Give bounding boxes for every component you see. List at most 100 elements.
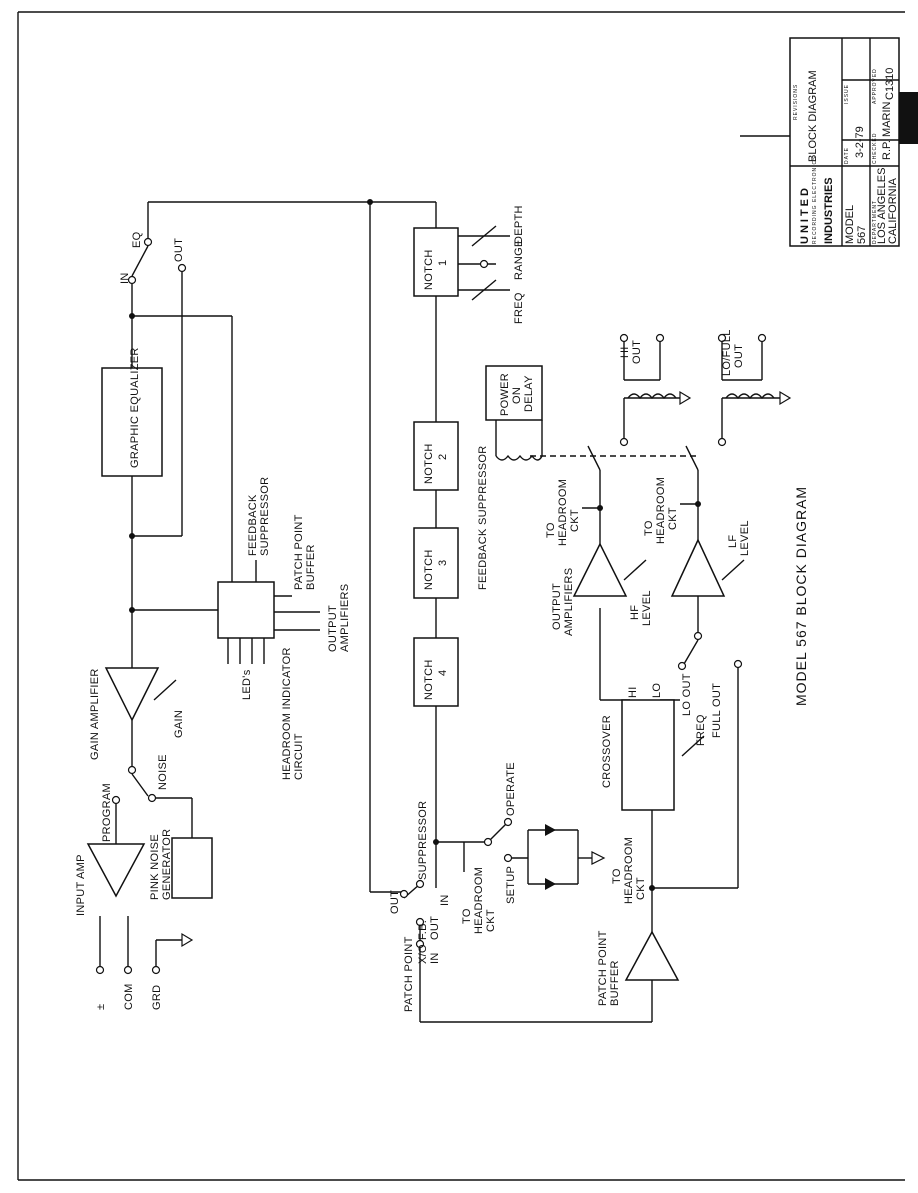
noise-switch-terminal (127, 765, 137, 775)
to-headroom-3a: TO (643, 520, 655, 536)
tb-date-label: DATE (844, 147, 850, 164)
gain-amplifier-label: GAIN AMPLIFIER (89, 668, 101, 760)
gain-amp-triangle (104, 667, 160, 722)
leds-label: LED's (241, 669, 253, 700)
xo-freq-pot-icon (681, 735, 705, 757)
notch4-num: 4 (437, 670, 449, 676)
range-terminal (479, 259, 489, 269)
pp-buffer-in-2: BUFFER (305, 544, 317, 590)
suppressor-out-terminal (399, 889, 409, 899)
tb-date: 3-2-79 (854, 126, 866, 158)
headroom-block (217, 581, 275, 639)
tb-issue-label: ISSUE (844, 84, 850, 104)
output-amp-label-1: OUTPUT (551, 583, 563, 630)
junction-dot (649, 885, 655, 891)
junction-dot (695, 501, 701, 507)
hf-relay-blade (587, 445, 601, 471)
junction-dot (597, 505, 603, 511)
xo-label: X/O (417, 944, 429, 964)
pp-buffer-label-1: PATCH POINT (597, 930, 609, 1006)
headroom-label-2: CIRCUIT (293, 733, 305, 780)
tb-company-sub: RECORDING ELECTRONICS (812, 155, 818, 244)
on-label: ON (511, 387, 523, 404)
diagram-title: MODEL 567 BLOCK DIAGRAM (793, 486, 809, 706)
noise-switch-blade (131, 773, 149, 797)
grd-terminal (151, 965, 161, 975)
lf-amp-triangle (670, 538, 726, 597)
tb-company2: INDUSTRIES (823, 177, 835, 244)
wiring (99, 201, 780, 1023)
power-label: POWER (499, 373, 511, 416)
tb-model-label: MODEL (844, 205, 856, 244)
eq-switch-blade (131, 245, 149, 277)
tb-department-label: DEPARTMENT (872, 200, 878, 244)
hi-out-label-1: HI (619, 346, 631, 358)
eq-label: EQ (131, 231, 143, 248)
to-headroom-4b: HEADROOM (623, 837, 635, 904)
hi-ground-icon (679, 390, 692, 406)
to-headroom-2c: CKT (569, 509, 581, 532)
sup-in-label: IN (439, 894, 451, 906)
input-amp-label: INPUT AMP (75, 854, 87, 916)
notch1-label: NOTCH (423, 249, 435, 290)
lf-level-pot-icon (721, 559, 745, 581)
pp-buffer-in-1: PATCH POINT (293, 514, 305, 590)
headroom-label-1: HEADROOM INDICATOR (281, 647, 293, 780)
noise-label: NOISE (157, 754, 169, 790)
hf-amp-triangle (572, 542, 628, 597)
notch2-label: NOTCH (423, 443, 435, 484)
eq-out-label: OUT (173, 238, 185, 262)
patch-point-label: PATCH POINT (403, 936, 415, 1012)
eq-in-terminal (127, 275, 137, 285)
lo-transformer-coil-icon (725, 393, 775, 400)
com-terminal (123, 965, 133, 975)
to-headroom-1b: HEADROOM (473, 867, 485, 934)
plus-minus-terminal (95, 965, 105, 975)
notch2-num: 2 (437, 454, 449, 460)
junction-dot (129, 313, 135, 319)
output-amp-label-2: AMPLIFIERS (563, 568, 575, 636)
lo-out-terminal-2 (757, 333, 767, 343)
range-label: RANGE (513, 239, 525, 280)
delay-label: DELAY (523, 375, 535, 412)
lo-relay-terminal (717, 437, 727, 447)
to-headroom-4a: TO (611, 868, 623, 884)
notch2-block (413, 421, 459, 491)
crossover-label: CROSSOVER (601, 715, 613, 788)
plus-minus-label: ± (95, 1004, 107, 1010)
lo-label: LO (651, 683, 663, 698)
hi-transformer-coil-icon (627, 393, 677, 400)
fb-label: F.B. (417, 920, 429, 940)
lf-level-label: LEVEL (739, 520, 751, 556)
lo-out-label: LO OUT (681, 673, 693, 716)
tb-black-tab (899, 92, 918, 144)
junction-dot (367, 199, 373, 205)
tb-checked: R.P. MARIN (881, 101, 893, 160)
xo-in-label: IN (429, 952, 441, 964)
oa-in-1: OUTPUT (327, 605, 339, 652)
to-headroom-2b: HEADROOM (557, 479, 569, 546)
to-headroom-3c: CKT (667, 507, 679, 530)
tb-location: LOS ANGELES (876, 168, 888, 244)
pink-noise-label-1: PINK NOISE (149, 834, 161, 900)
hf-level-pot-icon (623, 559, 647, 581)
grd-label: GRD (151, 985, 163, 1010)
hf-label: HF (629, 605, 641, 620)
notch3-label: NOTCH (423, 549, 435, 590)
diode-top-icon (545, 824, 556, 836)
graphic-eq-block (101, 367, 163, 477)
notch4-block (413, 637, 459, 707)
patch-buffer-triangle (624, 930, 680, 981)
xo-in-terminal (415, 939, 425, 949)
notch4-label: NOTCH (423, 659, 435, 700)
depth-label: DEPTH (513, 205, 525, 244)
hi-out-label-2: OUT (631, 340, 643, 364)
operate-label: OPERATE (505, 762, 517, 816)
full-out-label: FULL OUT (711, 683, 723, 738)
junction-dot (433, 839, 439, 845)
oa-in-2: AMPLIFIERS (339, 584, 351, 652)
full-out-terminal (733, 659, 743, 669)
tb-company: UNITED (799, 185, 811, 244)
pp-buffer-label-2: BUFFER (609, 960, 621, 1006)
